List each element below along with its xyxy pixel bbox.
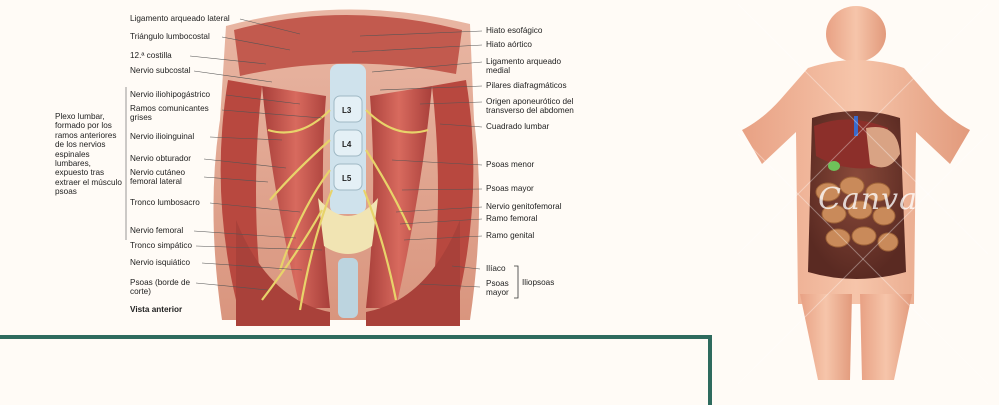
page: L3 L4 L5 Ligamento arqueado lateral Triá… bbox=[0, 0, 999, 389]
label-nervio-cutaneo-femoral-lateral: Nervio cutáneo femoral lateral bbox=[130, 168, 202, 187]
label-nervio-genitofemoral: Nervio genitofemoral bbox=[486, 202, 562, 211]
label-iliopsoas: Iliopsoas bbox=[522, 278, 554, 287]
label-pilares-diafragmaticos: Pilares diafragmáticos bbox=[486, 81, 567, 90]
label-tronco-simpatico: Tronco simpático bbox=[130, 241, 192, 250]
label-psoas-menor: Psoas menor bbox=[486, 160, 534, 169]
label-hiato-esofagico: Hiato esofágico bbox=[486, 26, 542, 35]
plexus-note: Plexo lumbar, formado por los ramos ante… bbox=[55, 112, 123, 197]
vertebra-label-l5: L5 bbox=[342, 174, 351, 183]
label-nervio-subcostal: Nervio subcostal bbox=[130, 66, 191, 75]
label-nervio-femoral: Nervio femoral bbox=[130, 226, 183, 235]
label-triangulo-lumbocostal: Triángulo lumbocostal bbox=[130, 32, 210, 41]
label-nervio-ilioinguinal: Nervio ilioinguinal bbox=[130, 132, 194, 141]
label-tronco-lumbosacro: Tronco lumbosacro bbox=[130, 198, 200, 207]
label-origen-aponeurotico: Origen aponeurótico del transverso del a… bbox=[486, 97, 594, 116]
view-caption: Vista anterior bbox=[130, 305, 182, 314]
label-ligamento-arqueado-lateral: Ligamento arqueado lateral bbox=[130, 14, 230, 23]
label-nervio-iliohipogastrico: Nervio iliohipogástrico bbox=[130, 90, 210, 99]
content-frame bbox=[0, 335, 712, 405]
label-psoas-mayor-2: Psoas mayor bbox=[486, 279, 516, 298]
label-ramo-femoral: Ramo femoral bbox=[486, 214, 537, 223]
vertebra-label-l4: L4 bbox=[342, 140, 351, 149]
label-hiato-aortico: Hiato aórtico bbox=[486, 40, 532, 49]
label-psoas-mayor: Psoas mayor bbox=[486, 184, 534, 193]
label-ramos-comunicantes-grises: Ramos comunicantes grises bbox=[130, 104, 218, 123]
label-12-costilla: 12.ª costilla bbox=[130, 51, 172, 60]
label-iliaco: Ilíaco bbox=[486, 264, 506, 273]
label-psoas-borde-de-corte: Psoas (borde de corte) bbox=[130, 278, 194, 297]
label-cuadrado-lumbar: Cuadrado lumbar bbox=[486, 122, 549, 131]
vertebra-label-l3: L3 bbox=[342, 106, 351, 115]
label-nervio-isquiatico: Nervio isquiático bbox=[130, 258, 190, 267]
label-ramo-genital: Ramo genital bbox=[486, 231, 534, 240]
watermark: Canva bbox=[818, 182, 918, 217]
label-ligamento-arqueado-medial: Ligamento arqueado medial bbox=[486, 57, 564, 76]
label-nervio-obturador: Nervio obturador bbox=[130, 154, 191, 163]
